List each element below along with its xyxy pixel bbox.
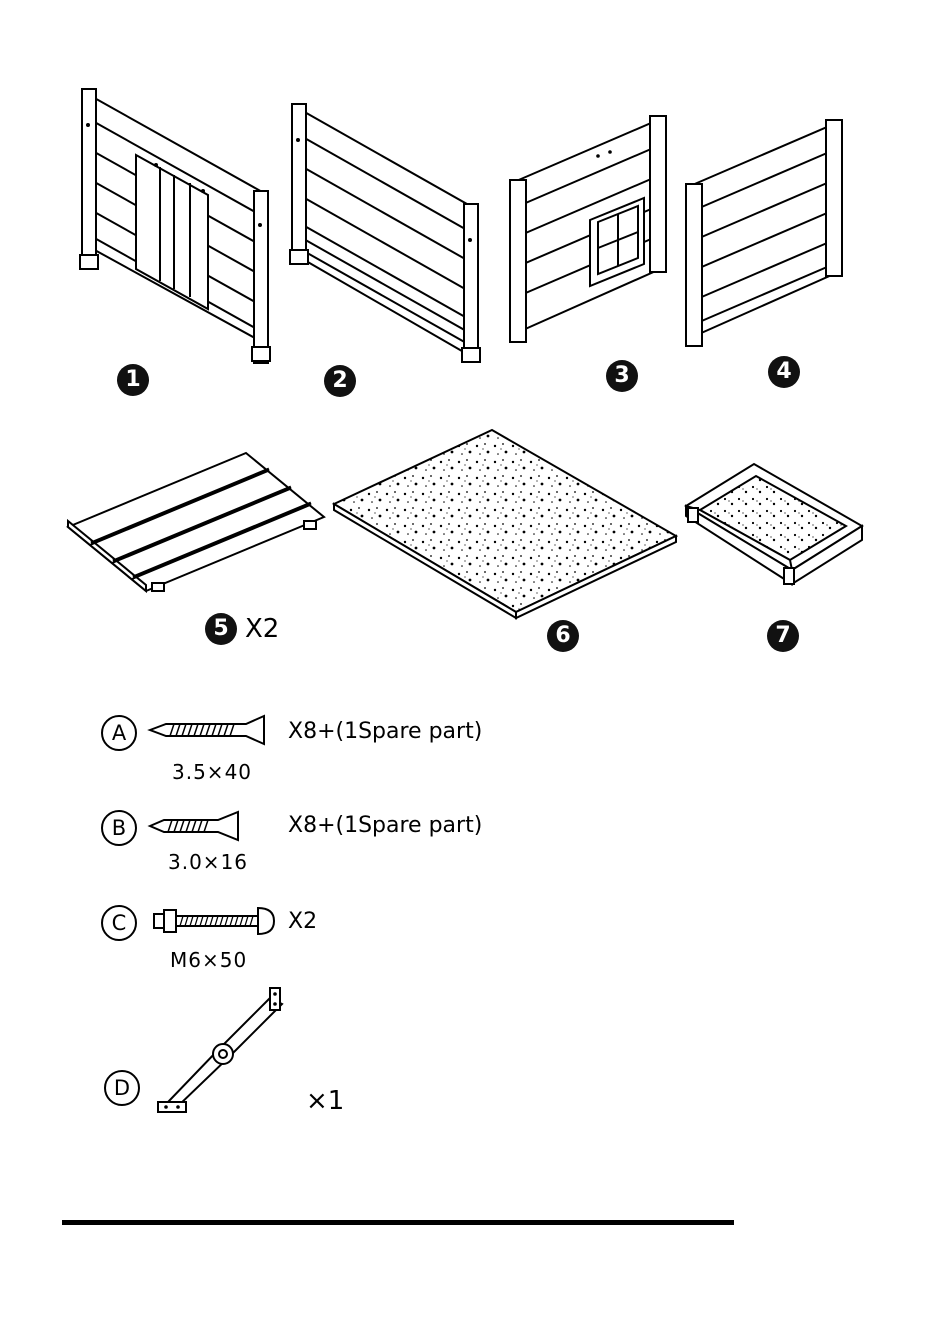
hardware-letter-d: D xyxy=(104,1070,140,1106)
hardware-a-size: 3.5×40 xyxy=(172,760,252,784)
hardware-letter-a: A xyxy=(101,715,137,751)
wood-screw-icon xyxy=(146,714,270,746)
tray-icon xyxy=(680,460,866,588)
roof-board-icon xyxy=(64,447,328,595)
short-screw-icon xyxy=(146,810,246,842)
part-number-5: 5 xyxy=(205,613,237,645)
hardware-d-count: ×1 xyxy=(306,1088,344,1114)
hardware-letter-c: C xyxy=(101,905,137,941)
hardware-c-size: M6×50 xyxy=(170,948,247,972)
hardware-a-count: X8+(1Spare part) xyxy=(288,719,482,745)
part-number-7: 7 xyxy=(767,620,799,652)
bolt-nut-icon xyxy=(150,904,280,938)
part-number-3: 3 xyxy=(606,360,638,392)
footer-divider xyxy=(62,1220,734,1225)
front-door-panel-icon xyxy=(78,85,276,367)
back-panel-icon xyxy=(288,100,484,368)
part-number-6: 6 xyxy=(547,620,579,652)
hardware-letter-b: B xyxy=(101,810,137,846)
hardware-c-count: X2 xyxy=(288,909,317,935)
hardware-b-size: 3.0×16 xyxy=(168,850,248,874)
roof-panel-icon xyxy=(330,426,680,622)
hardware-b-count: X8+(1Spare part) xyxy=(288,813,482,839)
part-number-4: 4 xyxy=(768,356,800,388)
part-number-1: 1 xyxy=(117,364,149,396)
side-door-panel-icon xyxy=(506,112,668,348)
part-5-quantity: X2 xyxy=(245,614,279,644)
part-number-2: 2 xyxy=(324,365,356,397)
lid-stay-hinge-icon xyxy=(152,984,288,1118)
side-panel-icon xyxy=(682,116,844,352)
